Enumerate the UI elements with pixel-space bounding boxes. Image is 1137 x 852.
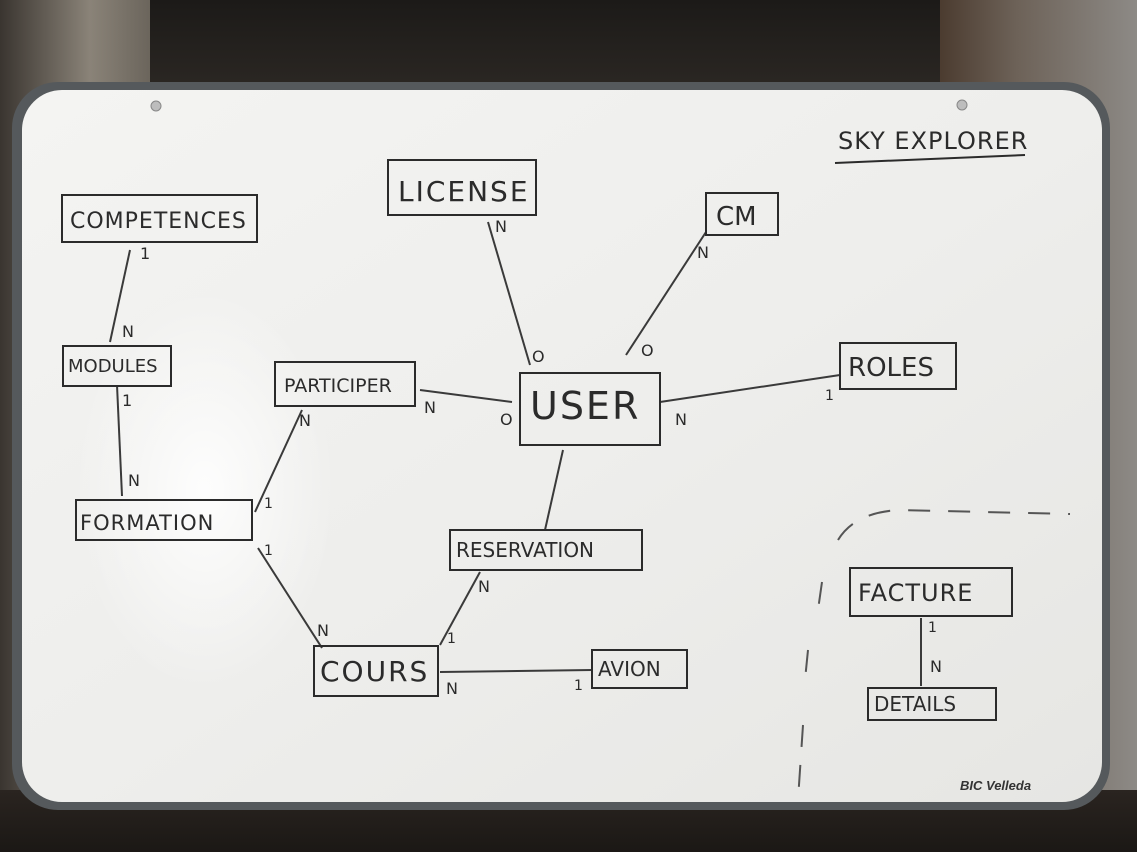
box-roles — [839, 342, 957, 390]
glare-reflection — [75, 290, 335, 690]
box-participer — [274, 361, 416, 407]
line-participer-formation — [254, 409, 303, 513]
entity-label-roles: ROLES — [848, 353, 934, 383]
entity-label-details: DETAILS — [874, 692, 956, 716]
facture-section-divider — [797, 508, 1071, 801]
card-reservation-cours-bottom: 1 — [447, 631, 456, 647]
card-participer-user-left: N — [424, 398, 436, 417]
line-modules-formation — [116, 384, 123, 497]
entity-label-cours: COURS — [320, 655, 429, 688]
brand-logo: BIC Velleda — [960, 778, 1031, 793]
entity-label-license: LICENSE — [398, 175, 530, 208]
title-underline — [834, 154, 1026, 164]
line-formation-cours — [257, 547, 323, 649]
card-formation-cours-bottom: N — [317, 621, 329, 640]
box-cm — [705, 192, 779, 236]
box-cours — [313, 645, 439, 697]
relationship-lines — [109, 221, 922, 686]
card-modules-formation-bottom: N — [128, 471, 140, 490]
box-facture — [849, 567, 1013, 617]
card-modules-formation-top: 1 — [122, 391, 132, 410]
line-license-user — [487, 221, 531, 366]
card-participer-formation-top: N — [299, 411, 311, 430]
line-user-roles — [659, 374, 841, 403]
card-competences-modules-top: 1 — [140, 244, 150, 263]
card-license-user-top: N — [495, 217, 507, 236]
card-formation-cours-top: 1 — [264, 543, 273, 559]
line-participer-user — [419, 389, 513, 403]
card-participer-formation-bottom: 1 — [264, 496, 273, 512]
line-competences-modules — [109, 249, 131, 343]
box-details — [867, 687, 997, 721]
hanging-hole-left — [150, 100, 162, 112]
entity-label-modules: MODULES — [68, 356, 158, 377]
entity-boxes — [61, 159, 1013, 721]
card-user-roles-right: 1 — [825, 388, 834, 404]
card-competences-modules-bottom: N — [122, 322, 134, 341]
hanging-hole-right — [956, 99, 968, 111]
background-wall — [150, 0, 940, 95]
box-competences — [61, 194, 258, 243]
line-user-reservation — [544, 449, 564, 531]
card-cours-avion-right: 1 — [574, 678, 583, 694]
box-modules — [62, 345, 172, 387]
entity-label-facture: FACTURE — [858, 579, 973, 607]
card-license-user-bottom: O — [532, 347, 545, 366]
box-license — [387, 159, 537, 216]
entity-label-avion: AVION — [598, 657, 661, 681]
entity-label-competences: COMPETENCES — [70, 209, 247, 234]
cardinality-labels: 1 N 1 N N O N O N O N 1 N 1 1 N N 1 N 1 … — [122, 217, 942, 698]
entity-label-formation: FORMATION — [80, 511, 214, 535]
card-cm-user-bottom: O — [641, 341, 654, 360]
entity-label-user: USER — [530, 384, 640, 428]
box-user — [519, 372, 661, 446]
box-formation — [75, 499, 253, 541]
card-participer-user-right: O — [500, 410, 513, 429]
box-avion — [591, 649, 688, 689]
line-reservation-cours — [439, 571, 481, 646]
card-reservation-cours-top: N — [478, 577, 490, 596]
card-cm-user-top: N — [697, 243, 709, 262]
entity-label-participer: PARTICIPER — [284, 375, 392, 397]
line-cm-user — [625, 231, 707, 356]
box-reservation — [449, 529, 643, 571]
line-cours-avion — [439, 669, 593, 673]
entity-label-cm: CM — [716, 202, 757, 232]
card-facture-details-bottom: N — [930, 657, 942, 676]
board-title: SKY EXPLORER — [838, 127, 1028, 155]
card-facture-details-top: 1 — [928, 620, 937, 636]
card-cours-avion-left: N — [446, 679, 458, 698]
entity-label-reservation: RESERVATION — [456, 538, 594, 562]
card-user-roles-left: N — [675, 410, 687, 429]
